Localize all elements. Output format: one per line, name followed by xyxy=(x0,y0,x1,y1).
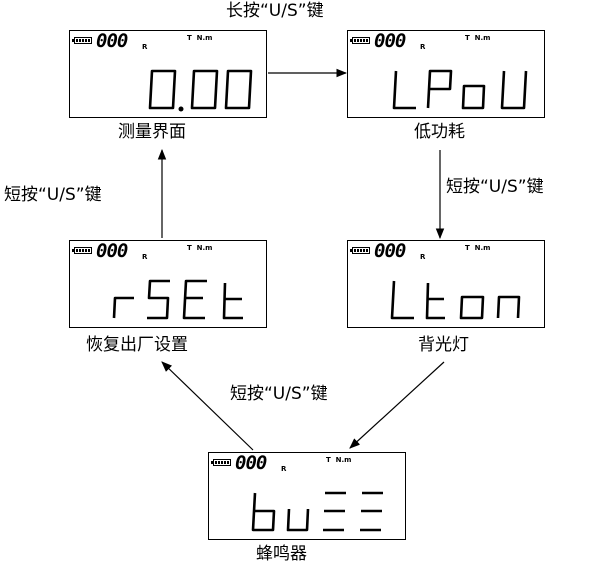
lcd-screen-backlight: 000 R T N.m xyxy=(347,240,545,328)
unit-label: T N.m xyxy=(187,244,213,252)
label-short-press-right: 短按“U/S”键 xyxy=(446,177,544,197)
unit-label: T N.m xyxy=(326,456,352,464)
lcd-screen-reset: 000 R T N.m xyxy=(69,240,267,328)
battery-icon xyxy=(72,37,92,44)
mini-readout: 000 xyxy=(96,240,128,262)
battery-icon xyxy=(72,247,92,254)
lcd-screen-measure: 000 R T N.m xyxy=(69,30,267,118)
caption-buzzer: 蜂鸣器 xyxy=(256,544,307,564)
unit-label: T N.m xyxy=(187,34,213,42)
unit-label: T N.m xyxy=(465,244,491,252)
label-short-press-bottom: 短按“U/S”键 xyxy=(230,384,328,404)
main-display-backlight xyxy=(390,280,521,320)
battery-icon xyxy=(350,37,370,44)
range-mark: R xyxy=(420,43,426,51)
mini-readout: 000 xyxy=(96,30,128,52)
main-display-reset xyxy=(112,279,243,320)
lcd-screen-lowpower: 000 R T N.m xyxy=(347,30,545,118)
range-mark: R xyxy=(142,43,148,51)
range-mark: R xyxy=(420,253,426,261)
caption-measure: 测量界面 xyxy=(118,122,186,142)
label-short-press-left: 短按“U/S”键 xyxy=(4,185,102,205)
battery-icon xyxy=(211,459,231,466)
mini-readout: 000 xyxy=(374,30,406,52)
battery-icon xyxy=(350,247,370,254)
label-long-press: 长按“U/S”键 xyxy=(226,1,324,21)
main-display-lowpower xyxy=(392,69,528,110)
main-display-buzzer xyxy=(251,491,383,532)
arrow-buzzer-to-reset xyxy=(161,361,254,451)
range-mark: R xyxy=(281,465,287,473)
arrow-backlight-to-buzzer xyxy=(349,361,445,449)
range-mark: R xyxy=(142,253,148,261)
main-display-measure xyxy=(148,69,253,112)
caption-backlight: 背光灯 xyxy=(418,335,469,355)
lcd-screen-buzzer: 000 R T N.m xyxy=(208,452,406,540)
caption-reset: 恢复出厂设置 xyxy=(86,335,188,355)
mini-readout: 000 xyxy=(374,240,406,262)
mini-readout: 000 xyxy=(235,452,267,474)
caption-lowpower: 低功耗 xyxy=(414,122,465,142)
unit-label: T N.m xyxy=(465,34,491,42)
